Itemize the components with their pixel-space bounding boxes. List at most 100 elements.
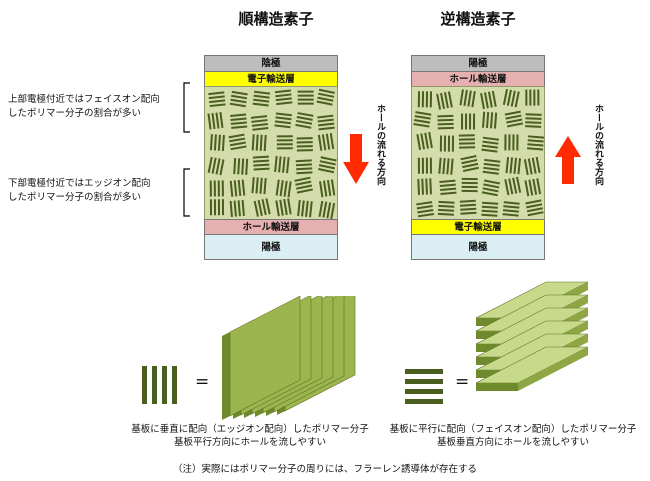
polymer-bundle <box>417 178 432 195</box>
polymer-bundle <box>437 200 455 216</box>
normal-hole-transport-layer: ホール輸送層 <box>204 219 338 235</box>
polymer-bundle <box>253 198 271 217</box>
polymer-bundle <box>233 158 249 175</box>
inverted-electron-transport-layer: 電子輸送層 <box>411 219 545 235</box>
polymer-bundle <box>297 90 314 105</box>
upper-annotation-line2: したポリマー分子の割合が多い <box>8 108 142 119</box>
lower-annotation-line2: したポリマー分子の割合が多い <box>8 192 142 203</box>
polymer-bundle <box>294 176 313 194</box>
polymer-bundle <box>505 156 522 175</box>
face-on-polymer-stack <box>476 281 588 391</box>
polymer-bundle <box>276 135 293 150</box>
polymer-bundle <box>274 89 293 106</box>
polymer-bundle <box>252 155 270 171</box>
upper-annotation: 上部電極付近ではフェイスオン配向 したポリマー分子の割合が多い <box>8 93 160 121</box>
polymer-bundle <box>207 111 224 130</box>
polymer-bundle <box>459 199 477 215</box>
polymer-bundle <box>461 177 478 193</box>
polymer-bundle <box>209 199 225 216</box>
polymer-bundle <box>251 134 267 152</box>
normal-structure-title: 順構造素子 <box>238 10 314 28</box>
normal-anode-layer: 陽極 <box>204 234 338 260</box>
polymer-bundle <box>458 134 476 149</box>
face-on-caption-line2: 基板垂直方向にホールを流しやすい <box>437 437 589 448</box>
polymer-bundle <box>525 199 544 217</box>
polymer-bundle <box>252 90 271 107</box>
face-on-symbol <box>405 369 443 404</box>
polymer-bundle <box>275 179 292 198</box>
polymer-bundle <box>417 157 432 174</box>
polymer-bundle <box>504 110 524 128</box>
face-on-caption: 基板に平行に配向（フェイスオン配向）したポリマー分子 基板垂直方向にホールを流し… <box>381 423 645 449</box>
polymer-bundle <box>481 179 501 197</box>
polymer-bundle <box>525 89 540 106</box>
polymer-bundle <box>481 201 499 217</box>
edge-on-polymer-stack <box>222 296 356 420</box>
polymer-bundle <box>229 199 245 217</box>
polymer-bundle <box>295 159 313 175</box>
lower-bracket <box>183 168 190 217</box>
polymer-bundle <box>459 89 476 108</box>
lower-annotation-line1: 下部電極付近ではエッジオン配向 <box>8 178 151 189</box>
hole-flow-down-arrow <box>343 134 369 184</box>
normal-cathode-layer: 陰極 <box>204 55 338 72</box>
face-on-equals-sign: = <box>455 372 470 392</box>
polymer-bundle <box>439 179 457 195</box>
polymer-bundle <box>504 134 519 151</box>
polymer-bundle <box>297 199 313 218</box>
polymer-bundle <box>460 155 479 173</box>
polymer-bundle <box>438 157 454 175</box>
upper-annotation-line1: 上部電極付近ではフェイスオン配向 <box>8 94 160 105</box>
polymer-bundle <box>250 115 269 131</box>
hole-flow-up-arrow <box>555 136 581 184</box>
polymer-bundle <box>502 88 520 108</box>
polymer-bundle <box>316 88 335 106</box>
inverted-hole-transport-layer: ホール輸送層 <box>411 71 545 87</box>
polymer-bundle <box>209 134 225 152</box>
normal-device: 陰極 電子輸送層 ホール輸送層 陽極 <box>204 55 338 260</box>
polymer-bundle <box>229 179 246 197</box>
polymer-bundle <box>274 155 290 174</box>
polymer-bundle <box>318 156 337 174</box>
polymer-bundle <box>319 179 336 198</box>
inverted-active-layer <box>411 86 545 220</box>
polymer-bundle <box>416 201 435 218</box>
normal-active-layer <box>204 86 338 220</box>
polymer-bundle <box>504 176 522 196</box>
polymer-bundle <box>439 135 455 152</box>
inverted-structure-title: 逆構造素子 <box>440 10 516 28</box>
polymer-bundle <box>413 111 432 128</box>
inverted-hole-flow-label: ホールの流れる方向 <box>593 104 603 185</box>
inverted-anode-bottom-layer: 陽極 <box>411 234 545 260</box>
polymer-bundle <box>481 136 500 153</box>
footnote: （注）実際にはポリマー分子の周りには、フラーレン誘導体が存在する <box>172 464 477 475</box>
lower-annotation: 下部電極付近ではエッジオン配向 したポリマー分子の割合が多い <box>8 177 151 205</box>
polymer-bundle <box>482 158 501 175</box>
polymer-bundle <box>416 131 433 151</box>
polymer-bundle <box>275 198 292 217</box>
polymer-bundle <box>437 114 454 130</box>
polymer-bundle <box>209 180 224 197</box>
polymer-bundle <box>296 137 313 152</box>
polymer-bundle <box>208 91 226 108</box>
inverted-device: 陽極 ホール輸送層 電子輸送層 陽極 <box>411 55 545 260</box>
edge-on-caption-line2: 基板平行方向にホールを流しやすい <box>174 437 326 448</box>
polymer-bundle <box>482 111 498 129</box>
polymer-bundle <box>230 113 248 129</box>
polymer-bundle <box>274 112 292 129</box>
face-on-slab <box>476 346 588 391</box>
upper-bracket <box>183 82 190 133</box>
polymer-bundle <box>295 112 314 129</box>
polymer-bundle <box>228 133 247 151</box>
normal-electron-transport-layer: 電子輸送層 <box>204 71 338 87</box>
edge-on-caption: 基板に垂直に配向（エッジオン配向）したポリマー分子 基板平行方向にホールを流しや… <box>118 423 382 449</box>
polymer-bundle <box>460 113 476 130</box>
polymer-bundle <box>526 135 544 151</box>
polymer-bundle <box>229 90 248 108</box>
inverted-anode-top-layer: 陽極 <box>411 55 545 72</box>
edge-on-equals-sign: = <box>195 372 210 392</box>
polymer-bundle <box>502 201 520 217</box>
edge-on-caption-line1: 基板に垂直に配向（エッジオン配向）したポリマー分子 <box>131 424 369 435</box>
polymer-bundle <box>317 132 335 151</box>
polymer-bundle <box>525 113 542 128</box>
